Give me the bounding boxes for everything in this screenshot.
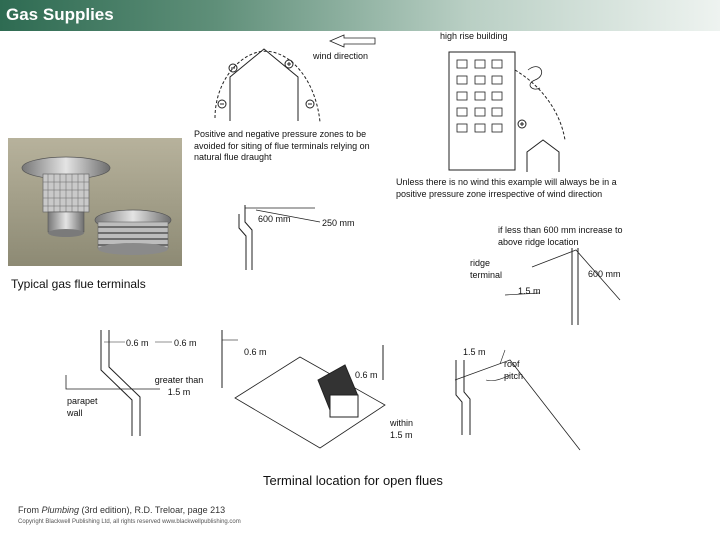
label-600mm-ridge: 600 mm: [588, 269, 621, 279]
label-0-6m-right: 0.6 m: [174, 338, 197, 348]
source-citation: From Plumbing (3rd edition), R.D. Treloa…: [18, 505, 225, 515]
label-1-5m-ridge: 1.5 m: [518, 286, 541, 296]
parapet-wall-label: parapet wall: [67, 396, 98, 418]
source-prefix: From: [18, 505, 42, 515]
roof-pitch-label: roof pitch: [504, 359, 524, 381]
if-less-note: if less than 600 mm increase to above ri…: [498, 225, 623, 247]
label-0-6m-left: 0.6 m: [126, 338, 149, 348]
label-1-5m: 1.5 m: [463, 347, 486, 357]
pressure-zone-outline: [214, 50, 321, 123]
wind-arrow-icon: [328, 34, 376, 48]
positive-pressure-icon: [284, 59, 294, 69]
main-caption: Terminal location for open flues: [263, 473, 443, 488]
label-0-6m-b: 0.6 m: [355, 370, 378, 380]
label-250mm: 250 mm: [322, 218, 355, 228]
small-house: [229, 48, 299, 121]
greater-than-label: greater than 1.5 m: [154, 375, 204, 397]
flue-terminals-photo: [8, 138, 182, 266]
label-600mm: 600 mm: [258, 214, 291, 224]
high-rise-label: high rise building: [440, 31, 508, 41]
unless-note: Unless there is no wind this example wil…: [396, 177, 617, 199]
page-title: Gas Supplies: [6, 5, 114, 24]
photo-caption: Typical gas flue terminals: [11, 277, 146, 291]
title-bar: Gas Supplies: [0, 0, 720, 31]
label-0-6m-a: 0.6 m: [244, 347, 267, 357]
copyright-notice: Copyright Blackwell Publishing Ltd, all …: [18, 519, 241, 525]
source-suffix: (3rd edition), R.D. Treloar, page 213: [79, 505, 226, 515]
high-rise-building: [448, 51, 516, 171]
ridge-terminal-label: ridge terminal: [470, 258, 503, 280]
source-title: Plumbing: [41, 505, 80, 515]
wind-direction-label: wind direction: [313, 51, 369, 61]
negative-pressure-icon: [228, 63, 238, 73]
pressure-note: Positive and negative pressure zones to …: [194, 129, 370, 162]
within-label: within 1.5 m: [390, 418, 414, 440]
